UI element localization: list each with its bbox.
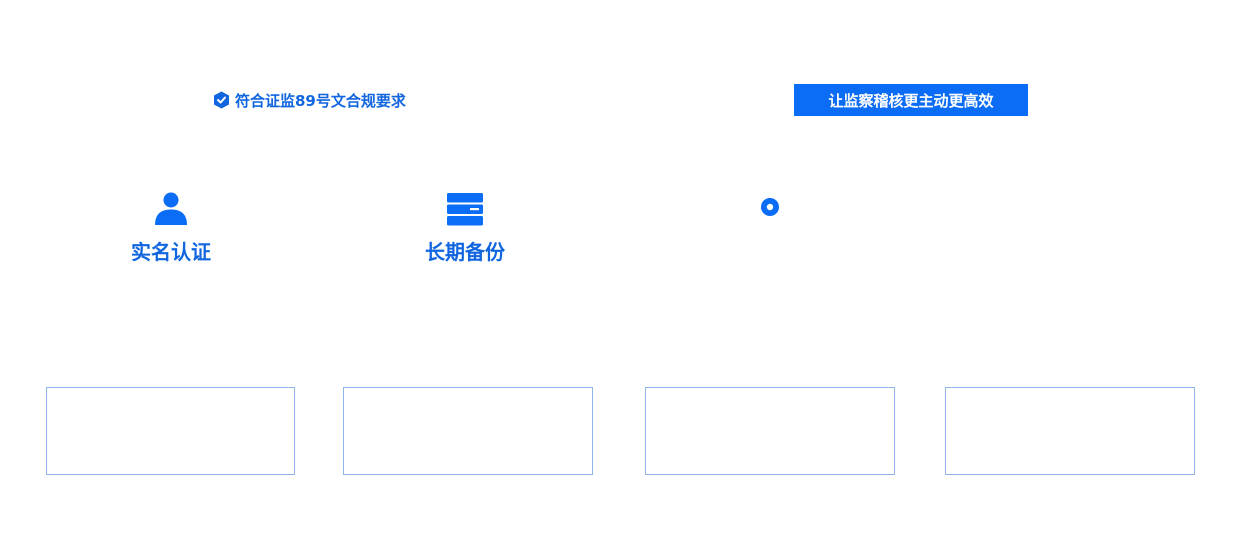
user-icon [153, 192, 189, 226]
info-card [46, 387, 295, 475]
feature-label: 实名认证 [131, 240, 211, 264]
feature-label: 长期备份 [425, 240, 505, 264]
compliance-note: 符合证监89号文合规要求 [213, 90, 406, 110]
cta-button[interactable]: 让监察稽核更主动更高效 [794, 84, 1028, 116]
storage-icon [447, 192, 483, 226]
info-card [343, 387, 593, 475]
feature-real-name-auth: 实名认证 [101, 192, 241, 264]
compliance-text: 符合证监89号文合规要求 [235, 91, 406, 110]
info-card [945, 387, 1195, 475]
info-card [645, 387, 895, 475]
shield-check-icon [213, 91, 230, 109]
feature-long-term-backup: 长期备份 [395, 192, 535, 264]
dot-icon [761, 198, 779, 216]
